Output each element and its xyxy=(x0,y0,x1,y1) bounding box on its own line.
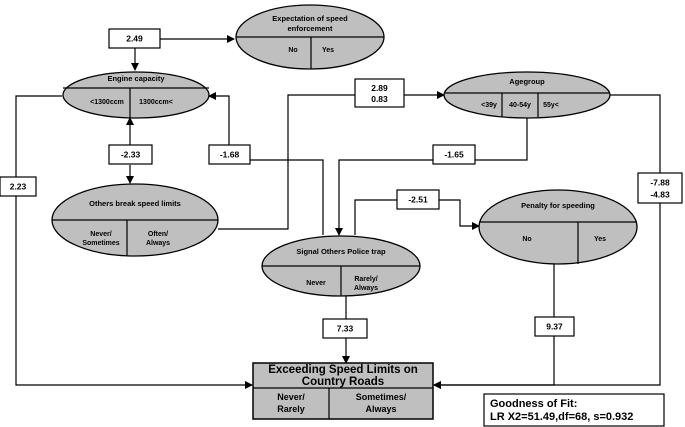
node-target-exceeding-speed-limits: Exceeding Speed Limits on Country Roads … xyxy=(252,362,434,420)
signal-cat2-line1: Rarely/ xyxy=(354,276,377,283)
target-cat2-line2: Always xyxy=(365,404,396,414)
coef-box-733: 7.33 xyxy=(322,318,368,339)
node-engine-capacity: Engine capacity <1300ccm 1300ccm< xyxy=(62,71,210,119)
agegroup-cat-1: <39y xyxy=(481,102,497,109)
coef-box-168: -1.68 xyxy=(208,144,251,165)
expectation-cat-no: No xyxy=(288,47,297,54)
coef-937: 9.37 xyxy=(546,322,563,332)
gof-line2: LR X2=51.49,df=68, s=0.932 xyxy=(490,411,633,423)
signal-cat1: Never xyxy=(306,280,326,287)
agegroup-title: Agegroup xyxy=(509,77,545,86)
arrow-788-agegroup-to-target xyxy=(433,94,661,389)
coef-box-251: -2.51 xyxy=(396,189,440,210)
coef-788-line2: -4.83 xyxy=(650,190,670,200)
penalty-title: Penalty for speeding xyxy=(521,201,595,210)
coef-289-line1: 2.89 xyxy=(371,83,388,93)
engine-cat-1: <1300ccm xyxy=(90,99,124,106)
coef-box-937: 9.37 xyxy=(534,316,575,337)
coef-box-289: 2.89 0.83 xyxy=(354,78,405,108)
expectation-cat-yes: Yes xyxy=(322,47,334,54)
coef-233: -2.33 xyxy=(121,150,141,160)
coef-223: 2.23 xyxy=(10,182,27,192)
agegroup-cat-2: 40-54y xyxy=(509,102,531,109)
node-expectation: Expectation of speed enforcement No Yes xyxy=(235,4,385,70)
coef-box-788: -7.88 -4.83 xyxy=(637,172,683,204)
expectation-title-line1: Expectation of speed xyxy=(272,14,348,23)
arrow-251-signal-to-penalty xyxy=(354,199,480,235)
coef-box-233: -2.33 xyxy=(108,144,153,165)
coef-box-249: 2.49 xyxy=(108,28,161,49)
target-cat1-line2: Rarely xyxy=(277,404,305,414)
coef-249: 2.49 xyxy=(126,34,143,44)
coef-289-line2: 0.83 xyxy=(371,94,388,104)
arrow-223-engine-to-target xyxy=(15,95,253,389)
agegroup-cat-3: 55y< xyxy=(543,102,559,109)
others-cat2-line1: Often/ xyxy=(148,231,168,238)
coef-165: -1.65 xyxy=(444,150,464,160)
node-agegroup: Agegroup <39y 40-54y 55y< xyxy=(443,71,611,119)
coef-168: -1.68 xyxy=(220,150,240,160)
arrow-168-signal-to-engine xyxy=(208,92,324,235)
others-cat1-line2: Sometimes xyxy=(82,240,119,247)
signal-cat2-line2: Always xyxy=(354,285,378,292)
gof-line1: Goodness of Fit: xyxy=(490,398,577,410)
target-title-line2: Country Roads xyxy=(302,376,384,388)
others-cat1-line1: Never/ xyxy=(90,231,111,238)
target-title-line1: Exceeding Speed Limits on xyxy=(268,364,418,376)
coef-733: 7.33 xyxy=(337,324,354,334)
engine-cat-2: 1300ccm< xyxy=(139,99,173,106)
node-penalty-for-speeding: Penalty for speeding No Yes xyxy=(478,189,638,265)
signal-title: Signal Others Police trap xyxy=(296,247,386,256)
penalty-cat-no: No xyxy=(522,236,531,243)
coef-box-165: -1.65 xyxy=(432,144,476,165)
coef-788-line1: -7.88 xyxy=(650,178,670,188)
others-title: Others break speed limits xyxy=(89,199,181,208)
goodness-of-fit-box: Goodness of Fit: LR X2=51.49,df=68, s=0.… xyxy=(483,393,665,427)
expectation-title-line2: enforcement xyxy=(287,24,333,33)
others-cat2-line2: Always xyxy=(146,240,170,247)
penalty-cat-yes: Yes xyxy=(594,236,606,243)
node-signal-police-trap: Signal Others Police trap Never Rarely/ … xyxy=(261,235,421,297)
coef-251: -2.51 xyxy=(408,195,428,205)
target-cat2-line1: Sometimes/ xyxy=(356,392,407,402)
coef-box-223: 2.23 xyxy=(0,176,37,197)
node-others-break-speed-limits: Others break speed limits Never/ Sometim… xyxy=(51,183,219,257)
target-cat1-line1: Never/ xyxy=(277,392,305,402)
engine-title: Engine capacity xyxy=(107,74,165,83)
